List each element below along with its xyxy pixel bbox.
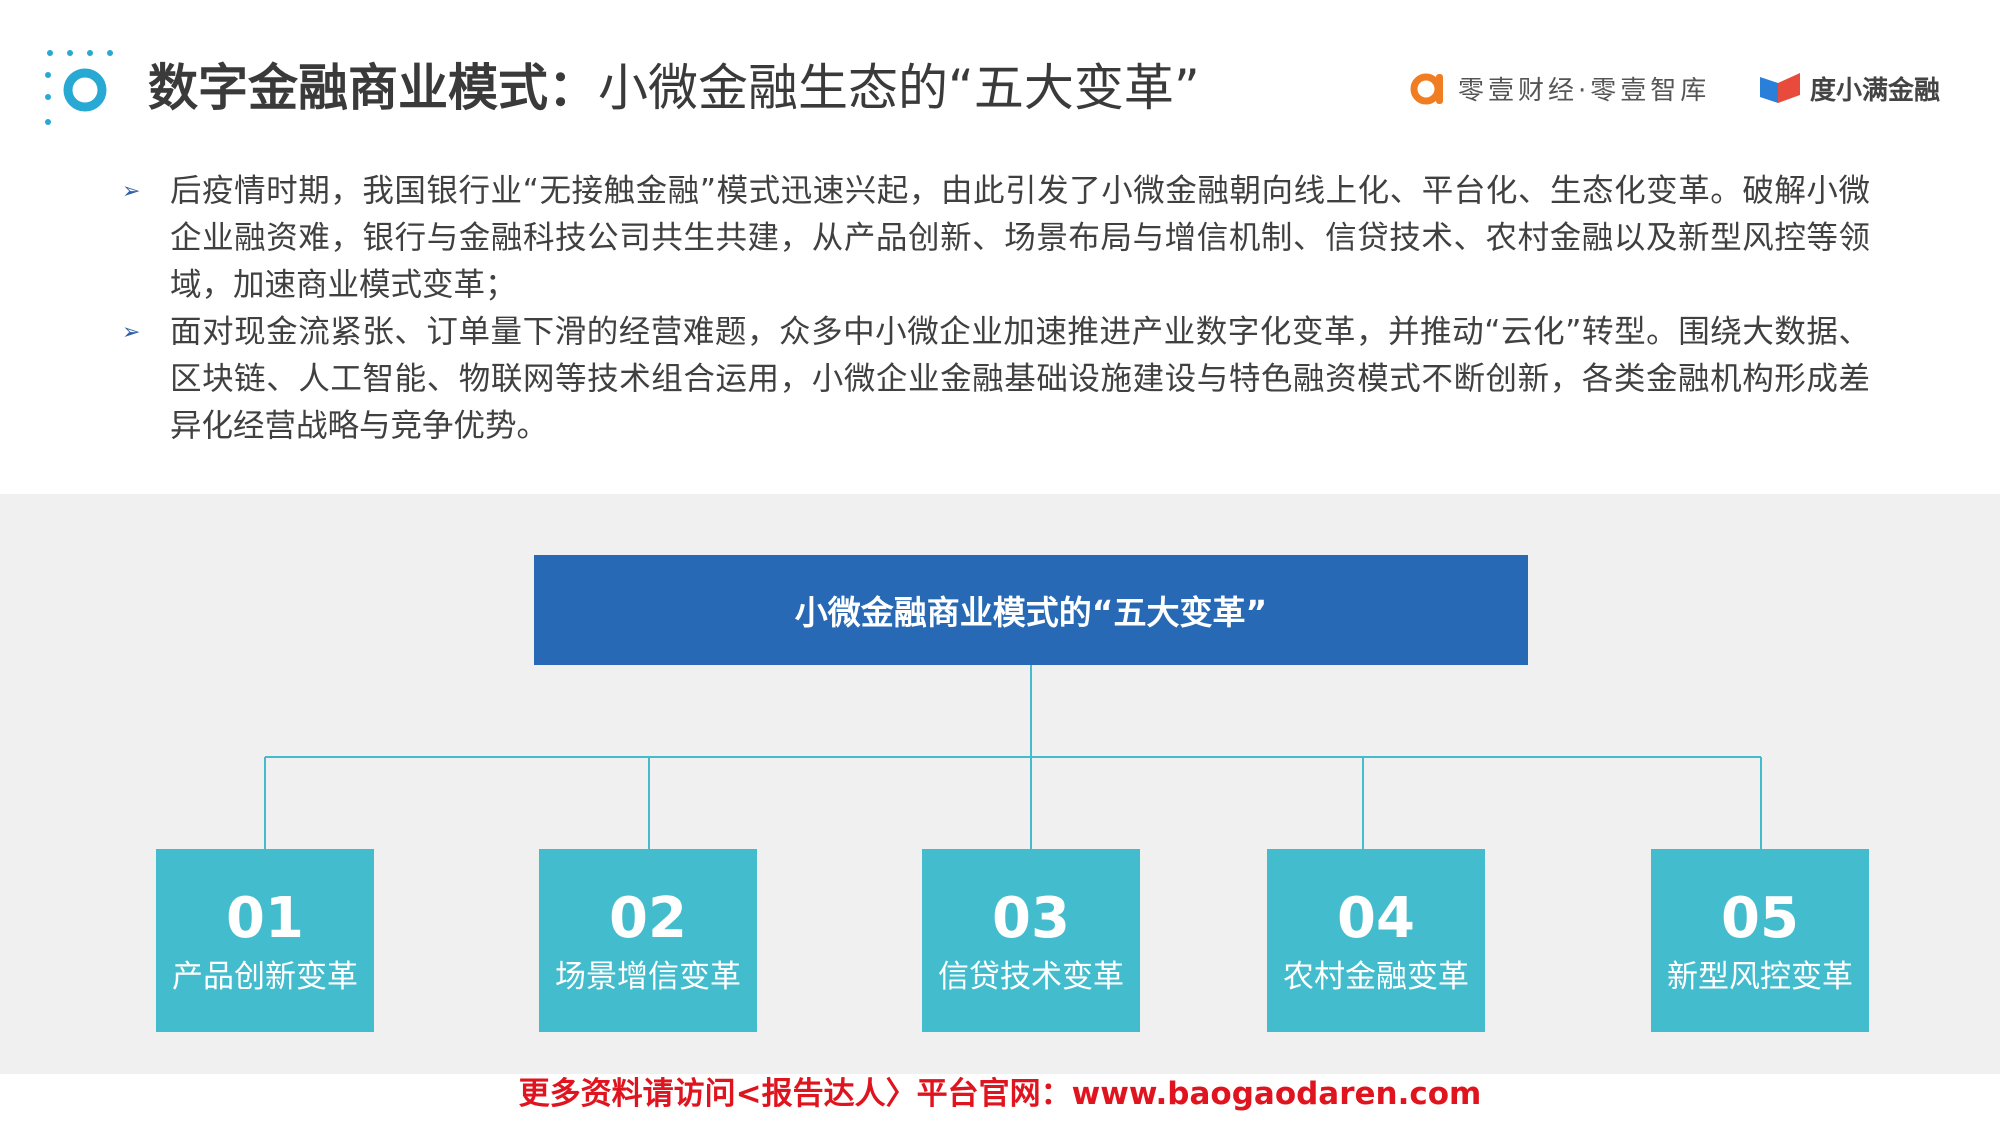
card-label: 新型风控变革 <box>1667 959 1853 995</box>
brand-lingyi-label: 零壹财经·零壹智库 <box>1458 75 1711 106</box>
bullet-list: ➢ 后疫情时期，我国银行业“无接触金融”模式迅速兴起，由此引发了小微金融朝向线上… <box>120 168 1870 450</box>
card-number: 02 <box>609 886 687 951</box>
card-label: 农村金融变革 <box>1283 959 1469 995</box>
page-title: 数字金融商业模式：小微金融生态的“五大变革” <box>148 52 1200 124</box>
duxiaoman-logo-icon <box>1760 73 1800 103</box>
arrow-bullet-icon: ➢ <box>122 179 141 204</box>
footer-link[interactable]: 更多资料请访问<报告达人〉平台官网：www.baogaodaren.com <box>518 1076 1482 1112</box>
diagram-root-label: 小微金融商业模式的“五大变革” <box>794 593 1268 632</box>
brand-duxiaoman-label: 度小满金融 <box>1810 75 1941 106</box>
reform-card-03: 03 信贷技术变革 <box>922 849 1140 1032</box>
card-number: 05 <box>1721 886 1799 951</box>
logo-dots-icon <box>45 50 113 125</box>
card-number: 04 <box>1337 886 1415 951</box>
bullet-text: 后疫情时期，我国银行业“无接触金融”模式迅速兴起，由此引发了小微金融朝向线上化、… <box>170 173 1870 303</box>
reform-card-04: 04 农村金融变革 <box>1267 849 1485 1032</box>
card-number: 01 <box>226 886 304 951</box>
reform-card-02: 02 场景增信变革 <box>539 849 757 1032</box>
lingyi-logo-icon <box>1410 73 1443 105</box>
card-label: 信贷技术变革 <box>938 959 1124 995</box>
brand-lingyi: 零壹财经·零壹智库 <box>1408 66 1710 110</box>
diagram-root-box: 小微金融商业模式的“五大变革” <box>534 555 1528 665</box>
reform-card-05: 05 新型风控变革 <box>1651 849 1869 1032</box>
bullet-item: ➢ 面对现金流紧张、订单量下滑的经营难题，众多中小微企业加速推进产业数字化变革，… <box>120 309 1870 450</box>
page-title-sub: 小微金融生态的“五大变革” <box>598 59 1200 117</box>
bullet-text: 面对现金流紧张、订单量下滑的经营难题，众多中小微企业加速推进产业数字化变革，并推… <box>170 314 1870 444</box>
card-label: 产品创新变革 <box>172 959 358 995</box>
reform-card-01: 01 产品创新变革 <box>156 849 374 1032</box>
brand-duxiaoman: 度小满金融 <box>1758 66 1940 110</box>
arrow-bullet-icon: ➢ <box>122 320 141 345</box>
bullet-item: ➢ 后疫情时期，我国银行业“无接触金融”模式迅速兴起，由此引发了小微金融朝向线上… <box>120 168 1870 309</box>
card-label: 场景增信变革 <box>555 959 741 995</box>
page-title-main: 数字金融商业模式： <box>148 59 598 117</box>
card-number: 03 <box>992 886 1070 951</box>
